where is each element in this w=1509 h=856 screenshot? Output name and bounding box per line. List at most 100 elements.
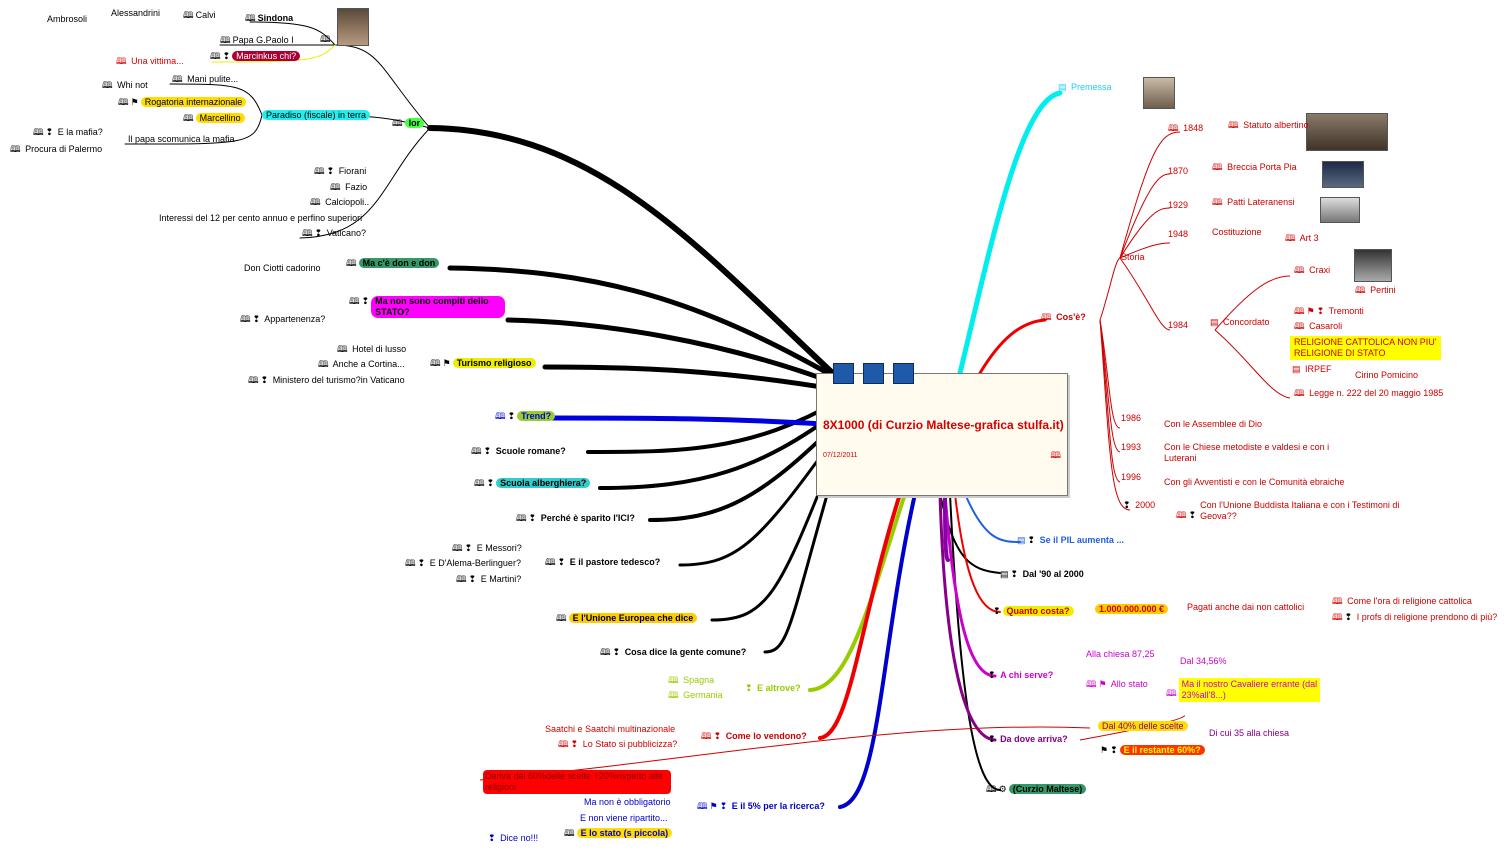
node-paradiso[interactable]: Paradiso (fiscale) in terra xyxy=(262,110,371,121)
node-cortina[interactable]: 🕮 Anche a Cortina... xyxy=(318,359,405,369)
node-spagna[interactable]: 🕮 Spagna xyxy=(668,675,715,685)
page-icon: ▤ xyxy=(1000,569,1009,579)
node-pil[interactable]: ▤❢ Se il PIL aumenta ... xyxy=(1017,535,1124,545)
node-craxi[interactable]: 🕮 Craxi xyxy=(1294,265,1331,275)
node-1848[interactable]: 🕮 1848 xyxy=(1168,123,1204,133)
question-icon: ❢ xyxy=(468,574,477,584)
node-fazio[interactable]: 🕮 Fazio xyxy=(330,182,368,192)
node-ora-religione[interactable]: 🕮 Come l'ora di religione cattolica xyxy=(1332,596,1472,606)
node-1948: 1948 xyxy=(1168,229,1189,239)
node-dove[interactable]: ❢ Da dove arriva? xyxy=(988,734,1068,744)
node-marcinkus[interactable]: 🕮❢Marcinkus chi? xyxy=(210,51,301,62)
node-stato-pubblicizza[interactable]: 🕮❢ Lo Stato si pubblicizza? xyxy=(558,739,678,749)
node-compiti[interactable]: 🕮❢Ma non sono compiti dello STATO? xyxy=(349,296,519,318)
node-gente[interactable]: 🕮❢ Cosa dice la gente comune? xyxy=(600,647,747,657)
book-icon: 🕮 xyxy=(1294,388,1305,398)
node-deriva[interactable]: Deriva dal 60%delle scelte +20%rispetto … xyxy=(483,770,671,794)
node-tremonti[interactable]: 🕮⚑❢ Tremonti xyxy=(1294,306,1364,316)
book-icon: 🕮 xyxy=(302,228,313,238)
central-topic[interactable]: 8X1000 (di Curzio Maltese-grafica stulfa… xyxy=(816,363,1068,496)
node-quanto[interactable]: ❢Quanto costa? xyxy=(993,606,1074,617)
book-icon: 🕮 xyxy=(558,739,569,749)
node-dal40[interactable]: Dal 40% delle scelte xyxy=(1098,721,1188,732)
node-legge[interactable]: 🕮 Legge n. 222 del 20 maggio 1985 xyxy=(1294,388,1444,398)
node-don[interactable]: 🕮Ma c'è don e don xyxy=(346,258,440,269)
node-hotel[interactable]: 🕮 Hotel di lusso xyxy=(337,344,407,354)
node-stato-piccola[interactable]: 🕮E lo stato (s piccola) xyxy=(564,828,673,839)
node-cifra[interactable]: 1.000.000.000 € xyxy=(1095,604,1169,615)
node-vittima[interactable]: 🕮 Una vittima... xyxy=(116,56,184,66)
question-icon: ❢ xyxy=(988,734,996,744)
node-calciopoli[interactable]: 🕮 Calciopoli.. xyxy=(310,197,370,207)
node-martini[interactable]: 🕮❢ E Martini? xyxy=(456,574,522,584)
node-2000[interactable]: ❢ 2000 xyxy=(1123,500,1156,510)
node-profs[interactable]: 🕮❢ I profs di religione prendono di più? xyxy=(1332,612,1498,622)
node-ici[interactable]: 🕮❢ Perché è sparito l'ICI? xyxy=(516,513,635,523)
node-restante[interactable]: ⚑❢E il restante 60%? xyxy=(1100,745,1205,756)
node-90-2000[interactable]: ▤❢ Dal '90 al 2000 xyxy=(1000,569,1084,579)
patti-image xyxy=(1320,197,1360,223)
book-icon: 🕮 xyxy=(346,258,357,268)
node-mani-pulite[interactable]: 🕮 Mani pulite... xyxy=(172,74,239,84)
node-religione[interactable]: RELIGIONE CATTOLICA NON PIU'RELIGIONE DI… xyxy=(1290,336,1441,360)
book-icon: 🕮 xyxy=(240,314,251,324)
node-messori[interactable]: 🕮❢ E Messori? xyxy=(452,543,522,553)
node-casaroli[interactable]: 🕮 Casaroli xyxy=(1294,321,1343,331)
node-vaticano[interactable]: 🕮❢ Vaticano? xyxy=(302,228,367,238)
node-fiorani[interactable]: 🕮❢ Fiorani xyxy=(314,166,367,176)
node-concordato[interactable]: ▤ Concordato xyxy=(1210,317,1270,327)
node-alberghiera[interactable]: 🕮❢Scuola alberghiera? xyxy=(474,478,591,489)
node-scuole[interactable]: 🕮❢ Scuole romane? xyxy=(471,446,566,456)
node-dice-no[interactable]: ❢ Dice no!!! xyxy=(488,833,539,843)
node-altrove[interactable]: ❢ E altrove? xyxy=(745,683,801,693)
node-turismo[interactable]: 🕮⚑Turismo religioso xyxy=(430,358,536,369)
node-ue[interactable]: 🕮E l'Unione Europea che dice xyxy=(556,613,698,624)
book-icon: 🕮 xyxy=(314,166,325,176)
node-whi-not[interactable]: 🕮 Whi not xyxy=(102,80,148,90)
node-papa[interactable]: 🕮Papa G.Paolo I xyxy=(220,35,294,45)
node-art3[interactable]: 🕮 Art 3 xyxy=(1285,233,1319,243)
node-allo-stato[interactable]: 🕮⚑ Allo stato xyxy=(1086,679,1148,689)
question-icon: ❢ xyxy=(713,731,722,741)
node-trend[interactable]: 🕮❢Trend? xyxy=(495,411,556,422)
node-1993: 1993 xyxy=(1121,442,1142,452)
node-pastore[interactable]: 🕮❢ E il pastore tedesco? xyxy=(545,557,661,567)
node-pertini[interactable]: 🕮 Pertini xyxy=(1355,285,1396,295)
node-appartenenza[interactable]: 🕮❢ Appartenenza? xyxy=(240,314,326,324)
node-procura[interactable]: 🕮 Procura di Palermo xyxy=(10,144,103,154)
book-icon: 🕮 xyxy=(1355,285,1366,295)
node-sindona[interactable]: 🕮Sindona xyxy=(245,13,294,23)
node-cose[interactable]: 🕮 Cos'è? xyxy=(1041,312,1086,322)
node-rogatoria[interactable]: 🕮⚑Rogatoria internazionale xyxy=(118,97,247,108)
node-ricerca[interactable]: 🕮⚑❢ E il 5% per la ricerca? xyxy=(697,801,825,811)
node-metodiste: Con le Chiese metodiste e valdesi e con … xyxy=(1164,442,1330,463)
book-icon: 🕮 xyxy=(456,574,467,584)
node-premessa[interactable]: ▤ Premessa xyxy=(1058,82,1112,92)
node-1984: 1984 xyxy=(1168,320,1189,330)
node-marcellino[interactable]: 🕮Marcellino xyxy=(183,113,245,124)
node-breccia[interactable]: 🕮 Breccia Porta Pia xyxy=(1212,162,1297,172)
node-germania[interactable]: 🕮 Germania xyxy=(668,690,723,700)
node-curzio[interactable]: 🕮⚙(Curzio Maltese) xyxy=(986,784,1087,795)
question-icon: ❢ xyxy=(252,314,261,324)
node-calvi[interactable]: 🕮Calvi xyxy=(183,10,216,20)
node-statuto[interactable]: 🕮 Statuto albertino xyxy=(1228,120,1309,130)
book-icon: 🕮 xyxy=(1212,197,1223,207)
node-irpef[interactable]: ▤ IRPEF xyxy=(1292,364,1332,374)
node-serve[interactable]: ❢ A chi serve? xyxy=(988,670,1054,680)
node-buddista[interactable]: 🕮❢Con l'Unione Buddista Italiana e con i… xyxy=(1176,500,1400,521)
node-mafia[interactable]: 🕮❢ E la mafia? xyxy=(33,127,103,137)
node-obbligatorio: Ma non è obbligatorio xyxy=(584,797,671,807)
book-icon: 🕮 xyxy=(1176,510,1187,520)
node-patti[interactable]: 🕮 Patti Lateranensi xyxy=(1212,197,1295,207)
book-icon: 🕮 xyxy=(701,731,712,741)
book-icon: 🕮 xyxy=(474,478,485,488)
node-ior[interactable]: 🕮Ior xyxy=(392,118,425,129)
book-icon: 🕮 xyxy=(986,784,997,794)
book-icon: 🕮 xyxy=(337,344,348,354)
node-alema[interactable]: 🕮❢ E D'Alema-Berlinguer? xyxy=(405,558,521,568)
node-vendono[interactable]: 🕮❢ Come lo vendono? xyxy=(701,731,807,741)
toolbar-square-1 xyxy=(833,363,854,384)
node-ministero[interactable]: 🕮❢ Ministero del turismo?in Vaticano xyxy=(248,375,405,385)
